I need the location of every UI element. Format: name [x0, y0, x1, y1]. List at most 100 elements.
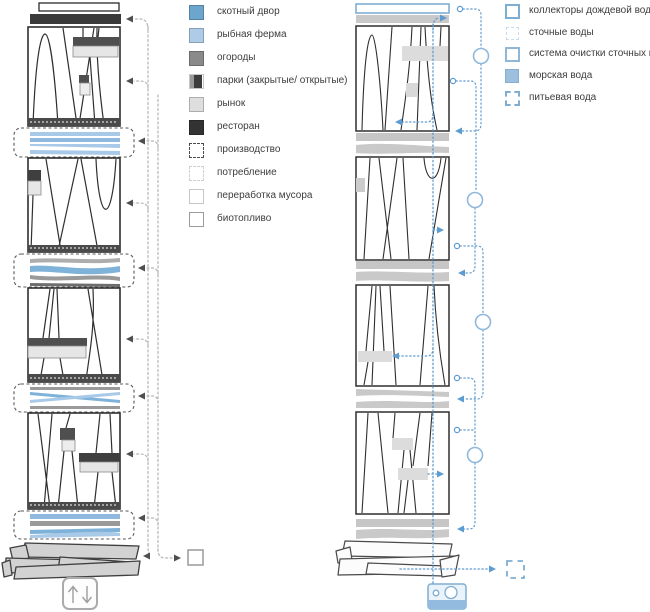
- gray-box: [392, 438, 413, 450]
- chain-line: [459, 377, 476, 448]
- water-stripe: [30, 392, 120, 403]
- swatch-box: [504, 46, 520, 62]
- wavy-band: [356, 529, 449, 539]
- legend-item-market: рынок: [188, 96, 245, 112]
- wavy-band: [356, 389, 449, 397]
- arrow-left-icon: [126, 335, 133, 343]
- branch: [145, 267, 159, 276]
- device-dial-small: [432, 589, 440, 597]
- wastewater-node-icon: [449, 77, 457, 85]
- swatch-box: [188, 96, 204, 112]
- dark-stripe: [30, 283, 120, 287]
- gray-bar: [356, 519, 449, 527]
- structure-lines: [363, 157, 447, 260]
- branch: [145, 140, 159, 149]
- legend-label: огороды: [217, 52, 256, 63]
- base-slab: [365, 562, 447, 577]
- market-bar: [72, 45, 119, 58]
- treatment-plant-icon: [474, 313, 492, 331]
- branch: [145, 517, 159, 526]
- gray-bar: [358, 351, 392, 362]
- collection-nodes: [449, 5, 464, 434]
- legend-item-fish-farm: рыбная ферма: [188, 27, 287, 43]
- legend-item-gardens: огороды: [188, 50, 255, 66]
- legend-item-cattle-yard: скотный двор: [188, 4, 280, 20]
- fish-farm-swatch: [188, 27, 204, 43]
- structure-lines: [37, 413, 117, 509]
- production-swatch: [188, 142, 204, 158]
- floor-strip: [28, 245, 120, 252]
- elevator-frame: [62, 577, 98, 610]
- park-bar: [28, 338, 87, 346]
- gray-stripe: [30, 521, 120, 526]
- parks-swatch-open: [189, 74, 194, 88]
- swatch-box: [504, 3, 520, 19]
- chain-line: [455, 80, 477, 193]
- wastewater-treatment-swatch: [504, 46, 520, 62]
- floor-strip: [28, 502, 120, 509]
- wastewater-node-icon: [453, 426, 461, 434]
- legend-label: ресторан: [217, 121, 260, 132]
- drinking-water-swatch: [504, 90, 520, 106]
- up-arrow-icon: [67, 585, 79, 603]
- swatch-box: [188, 4, 204, 20]
- water-stripe: [30, 144, 120, 148]
- cattle-yard-swatch: [188, 4, 204, 20]
- legend-label: питьевая вода: [529, 92, 597, 103]
- market-box: [79, 82, 91, 96]
- left-tower-section-4: [27, 412, 121, 510]
- left-distribution-network: [126, 15, 204, 566]
- gray-bar: [398, 468, 428, 480]
- market-swatch: [188, 96, 204, 112]
- branch: [133, 202, 149, 211]
- water-legend: коллекторы дождевой воды сточные воды си…: [504, 3, 650, 113]
- swatch-box: [504, 90, 520, 106]
- rain-collectors-swatch: [504, 3, 520, 19]
- section-frame: [355, 156, 450, 261]
- treatment-plant-icon: [466, 191, 484, 209]
- wastewater-node-icon: [453, 374, 461, 382]
- structure-lines: [361, 412, 433, 514]
- water-stripe: [30, 132, 120, 136]
- rain-water-line: [392, 14, 525, 584]
- arrow-right-icon: [437, 226, 444, 234]
- branch: [133, 80, 149, 89]
- swatch-box: [504, 68, 520, 84]
- swatch-box: [188, 142, 204, 158]
- legend-label: сточные воды: [529, 27, 594, 38]
- legend-label: морская вода: [529, 70, 593, 81]
- legend-label: рынок: [217, 98, 246, 109]
- left-tower-base: [1, 542, 141, 580]
- blue-arrowheads: [392, 14, 496, 573]
- arrow-left-icon: [395, 118, 402, 126]
- legend-item-wastewater-treatment: система очистки сточных вод: [504, 46, 650, 62]
- legend-label: потребление: [217, 167, 277, 178]
- arrow-left-icon: [138, 264, 145, 272]
- legend-label: рыбная ферма: [217, 29, 287, 40]
- waste-recycling-swatch: [188, 188, 204, 204]
- gray-bar: [356, 15, 449, 23]
- gray-bar: [356, 133, 449, 141]
- consumption-swatch: [188, 165, 204, 181]
- water-stripe: [30, 514, 120, 519]
- gray-box: [356, 178, 365, 192]
- park-box: [28, 170, 41, 181]
- gardens-swatch: [188, 50, 204, 66]
- device-dial-large: [444, 585, 458, 600]
- gray-stripe: [30, 275, 120, 281]
- legend-item-wastewater: сточные воды: [504, 25, 594, 41]
- branch: [400, 113, 434, 123]
- structure-lines: [39, 288, 104, 382]
- production-zone-3: [13, 383, 135, 413]
- gray-arrowheads: [126, 15, 181, 562]
- parks-swatch: [188, 73, 204, 89]
- base-slab: [341, 540, 453, 559]
- treatment-plant-icon: [466, 446, 484, 464]
- swatch-box: [188, 188, 204, 204]
- park-bar: [79, 453, 120, 462]
- swatch-box: [188, 27, 204, 43]
- right-tower-section-2: [355, 156, 450, 261]
- arrow-left-icon: [126, 15, 133, 23]
- water-stripe: [30, 138, 120, 142]
